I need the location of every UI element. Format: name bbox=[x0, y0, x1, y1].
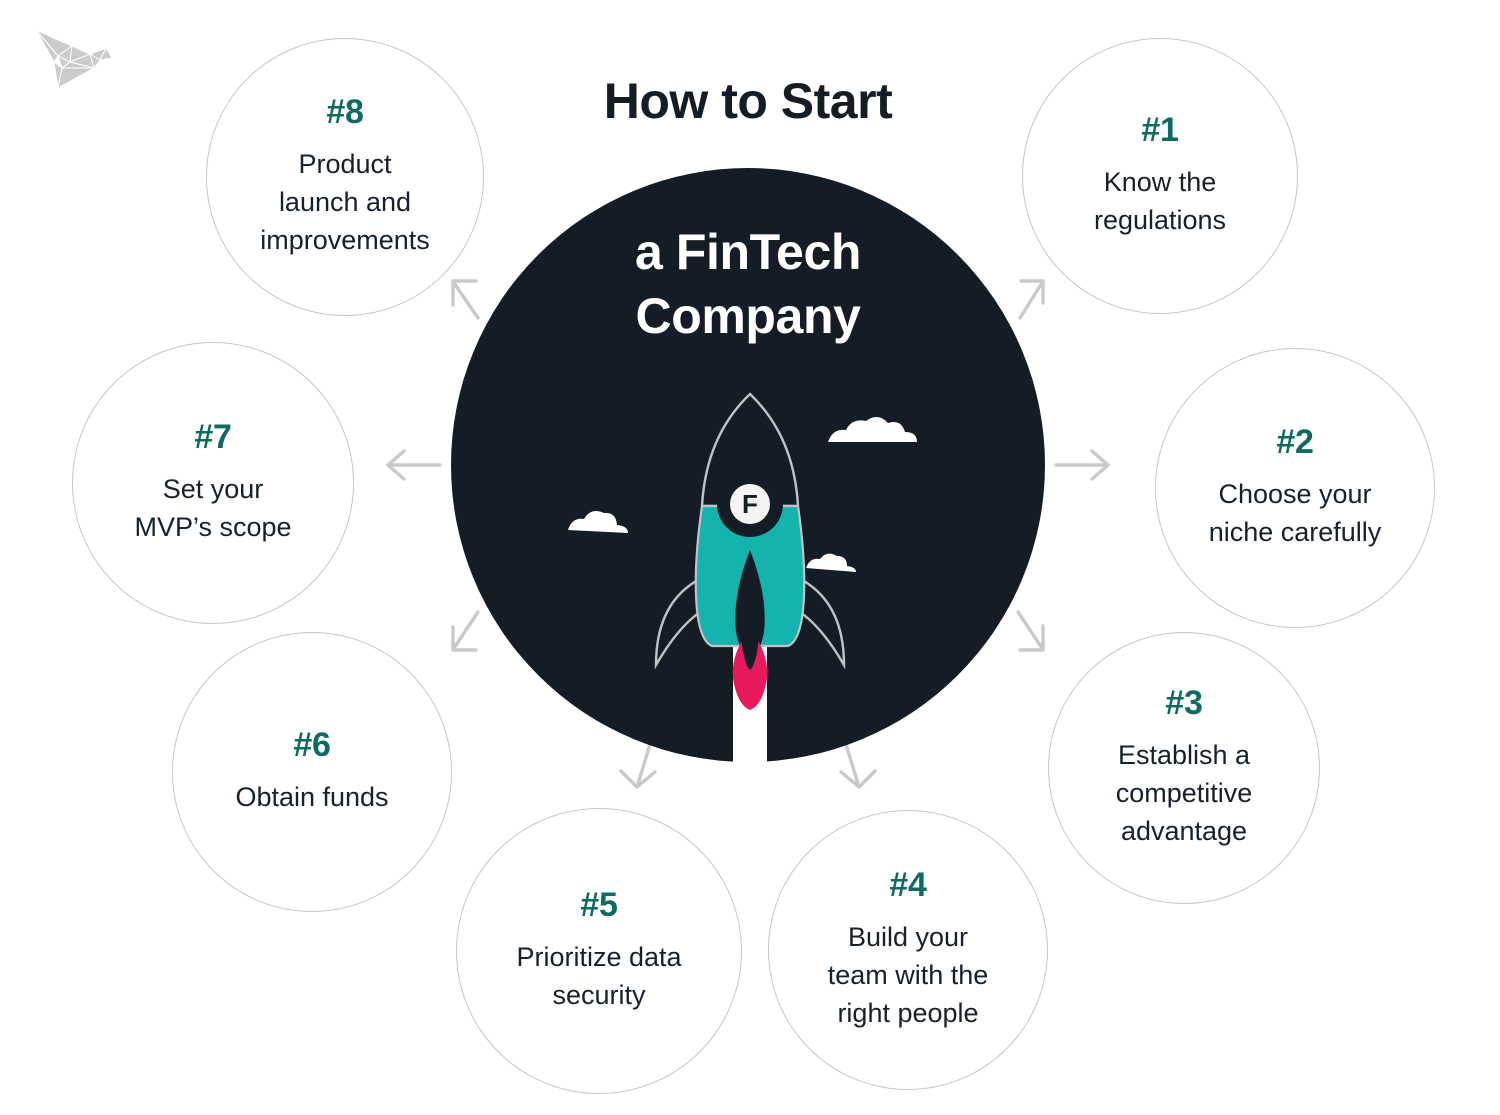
step-label: Choose your niche carefully bbox=[1209, 475, 1382, 552]
step-label: Product launch and improvements bbox=[260, 145, 430, 260]
step-label-line: competitive bbox=[1115, 777, 1253, 808]
step-label-line: Choose your bbox=[1218, 478, 1372, 509]
step-label-line: improvements bbox=[260, 225, 430, 256]
step-circle-8[interactable]: #8 Product launch and improvements bbox=[206, 38, 484, 316]
step-number: #4 bbox=[889, 865, 927, 904]
step-label: Prioritize data security bbox=[516, 938, 681, 1015]
step-number: #1 bbox=[1141, 110, 1179, 149]
step-circle-2[interactable]: #2 Choose your niche carefully bbox=[1155, 348, 1435, 628]
step-label-line: right people bbox=[837, 998, 979, 1029]
step-number: #2 bbox=[1276, 422, 1314, 461]
step-label: Obtain funds bbox=[235, 778, 388, 816]
step-label: Build your team with the right people bbox=[828, 918, 989, 1033]
step-circle-6[interactable]: #6 Obtain funds bbox=[172, 632, 452, 912]
step-label-line: security bbox=[552, 980, 646, 1010]
arrow-to-step-3 bbox=[1016, 610, 1045, 652]
center-hub: a FinTech Company bbox=[451, 168, 1045, 762]
step-number: #6 bbox=[293, 725, 331, 764]
step-label-line: launch and bbox=[278, 186, 412, 217]
step-number: #7 bbox=[194, 417, 232, 456]
step-circle-3[interactable]: #3 Establish a competitive advantage bbox=[1048, 632, 1320, 904]
step-label-line: Product bbox=[298, 148, 392, 179]
step-label-line: MVP’s scope bbox=[134, 512, 292, 542]
hub-title-line-1: a FinTech bbox=[634, 224, 862, 280]
step-label-line: advantage bbox=[1120, 816, 1248, 847]
step-label: Establish a competitive advantage bbox=[1116, 736, 1253, 851]
step-label: Know the regulations bbox=[1094, 163, 1226, 240]
arrow-to-step-6 bbox=[451, 610, 480, 652]
step-label-line: niche carefully bbox=[1208, 517, 1382, 547]
step-label: Set your MVP’s scope bbox=[134, 470, 291, 547]
origami-bird-icon bbox=[35, 29, 113, 89]
step-number: #5 bbox=[580, 885, 618, 924]
page-title: How to Start bbox=[603, 73, 893, 129]
hub-title: a FinTech Company bbox=[451, 220, 1045, 348]
step-label-line: team with the bbox=[827, 959, 989, 990]
step-label-line: Prioritize data bbox=[516, 941, 682, 972]
step-label-line: Build your bbox=[847, 921, 969, 952]
arrow-to-step-2 bbox=[1054, 449, 1110, 481]
step-circle-4[interactable]: #4 Build your team with the right people bbox=[768, 810, 1048, 1090]
step-circle-1[interactable]: #1 Know the regulations bbox=[1022, 38, 1298, 314]
step-label-line: Establish a bbox=[1117, 739, 1251, 770]
step-label-line: regulations bbox=[1093, 205, 1227, 235]
step-circle-5[interactable]: #5 Prioritize data security bbox=[456, 808, 742, 1094]
step-label-line: Know the bbox=[1103, 166, 1217, 197]
step-label-line: Set your bbox=[162, 473, 264, 504]
origami-bird-logo bbox=[28, 18, 128, 100]
arrow-to-step-7 bbox=[386, 449, 442, 481]
step-label-line: Obtain funds bbox=[235, 781, 389, 812]
hub-title-line-2: Company bbox=[635, 288, 861, 344]
step-number: #8 bbox=[326, 92, 364, 131]
step-number: #3 bbox=[1165, 683, 1203, 722]
step-circle-7[interactable]: #7 Set your MVP’s scope bbox=[72, 342, 354, 624]
